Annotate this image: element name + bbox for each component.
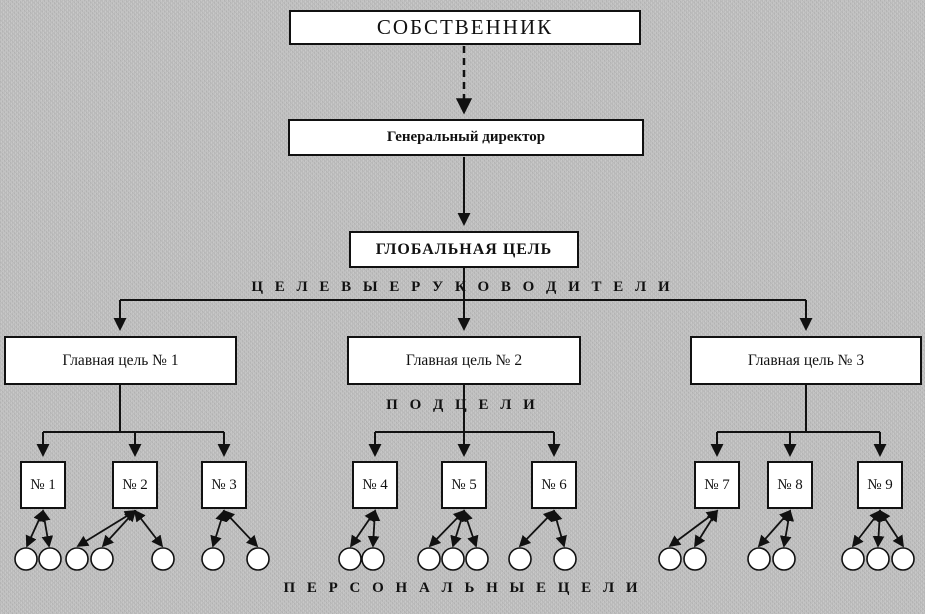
personal-goal-circle [151, 547, 175, 571]
subgoal-4-box: № 4 [352, 461, 398, 509]
subgoal-5-box: № 5 [441, 461, 487, 509]
personal-goal-circle [338, 547, 362, 571]
personal-goals-label: П Е Р С О Н А Л Ь Н Ы Е Ц Е Л И [283, 580, 642, 596]
personal-goal-circle [508, 547, 532, 571]
personal-goal-circle [658, 547, 682, 571]
subgoal-3-box: № 3 [201, 461, 247, 509]
personal-goal-circle [361, 547, 385, 571]
personal-goal-circle [772, 547, 796, 571]
subgoal-9-box: № 9 [857, 461, 903, 509]
connector-maingoal2-subgoals [368, 385, 561, 457]
subgoal-6-box: № 6 [531, 461, 577, 509]
connector-maingoal1-subgoals [36, 385, 231, 457]
personal-goal-circle [553, 547, 577, 571]
target-managers-label: Ц Е Л Е В Ы Е Р У К О В О Д И Т Е Л И [251, 279, 674, 295]
subgoals-label: П О Д Ц Е Л И [386, 397, 539, 413]
personal-goal-circle [417, 547, 441, 571]
personal-goal-circle [747, 547, 771, 571]
personal-goal-circle [683, 547, 707, 571]
main-goal-3-box: Главная цель № 3 [690, 336, 922, 385]
personal-goal-circle [866, 547, 890, 571]
personal-goal-circle [246, 547, 270, 571]
personal-goal-circles [14, 547, 915, 571]
subgoal-1-box: № 1 [20, 461, 66, 509]
personal-goal-circle [465, 547, 489, 571]
subgoal-2-box: № 2 [112, 461, 158, 509]
main-goal-1-box: Главная цель № 1 [4, 336, 237, 385]
connector-subgoals-personal [25, 509, 904, 548]
main-goal-2-box: Главная цель № 2 [347, 336, 581, 385]
personal-goal-circle [841, 547, 865, 571]
subgoal-7-box: № 7 [694, 461, 740, 509]
owner-box: СОБСТВЕННИК [289, 10, 641, 45]
connector-global-maingoals [113, 268, 813, 331]
personal-goal-circle [201, 547, 225, 571]
subgoal-8-box: № 8 [767, 461, 813, 509]
general-director-box: Генеральный директор [288, 119, 644, 156]
personal-goal-circle [38, 547, 62, 571]
global-goal-box: ГЛОБАЛЬНАЯ ЦЕЛЬ [349, 231, 579, 268]
personal-goal-circle [14, 547, 38, 571]
personal-goal-circle [891, 547, 915, 571]
personal-goal-circle [90, 547, 114, 571]
connector-maingoal3-subgoals [710, 385, 887, 457]
personal-goal-circle [65, 547, 89, 571]
personal-goal-circle [441, 547, 465, 571]
